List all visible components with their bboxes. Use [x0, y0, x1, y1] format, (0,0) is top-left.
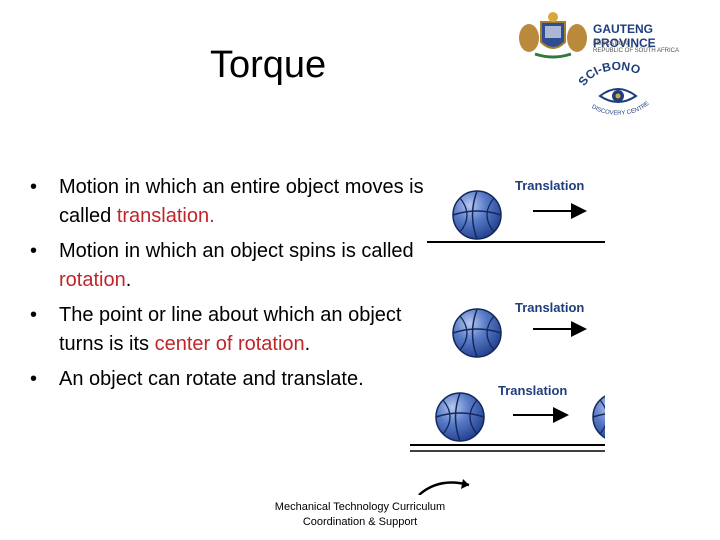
translation-panel-4: [410, 450, 605, 495]
bullet-text: Motion in which an object spins is calle…: [59, 240, 414, 262]
bullet-punctuation: .: [125, 269, 132, 291]
bullet-marker: •: [30, 176, 38, 198]
highlight-term: rotation: [59, 269, 126, 291]
bullet-marker: •: [30, 240, 38, 262]
sci-bono-top-text: SCI-BONO: [575, 59, 642, 88]
gauteng-logo: GAUTENG PROVINCE EDUCATION REPUBLIC OF S…: [515, 8, 715, 60]
bullet-punctuation: .: [304, 333, 311, 355]
bullet-text: An object can rotate and translate.: [59, 368, 364, 390]
panel-label: Translation: [515, 178, 584, 193]
sci-bono-logo: SCI-BONO DISCOVERY CENTRE: [572, 59, 664, 124]
coat-of-arms-icon: [519, 12, 587, 59]
footer-line-1: Mechanical Technology Curriculum: [274, 501, 446, 513]
basketball-icon: [452, 308, 502, 358]
svg-text:DISCOVERY CENTRE: DISCOVERY CENTRE: [590, 101, 650, 117]
basketball-icon: [435, 392, 485, 442]
bullet-marker: •: [30, 368, 38, 390]
gauteng-province-text: GAUTENG PROVINCE: [593, 22, 656, 50]
bullet-item-rotation: • Motion in which an object spins is cal…: [30, 237, 430, 295]
bullet-text: The point or line about which an object …: [59, 304, 402, 355]
bullet-item-center-of-rotation: • The point or line about which an objec…: [30, 301, 430, 359]
translation-panel-3: Translation: [410, 383, 605, 446]
bullet-marker: •: [30, 304, 38, 326]
basketball-icon: [452, 190, 502, 240]
translation-panel-1: Translation: [427, 178, 605, 243]
basketball-icon: [592, 392, 605, 442]
sci-bono-bottom-text: DISCOVERY CENTRE: [590, 101, 650, 117]
footer-line-2: Coordination & Support: [302, 516, 418, 528]
bullet-punctuation: .: [209, 205, 215, 227]
panel-label: Translation: [515, 300, 584, 315]
gauteng-republic-text: REPUBLIC OF SOUTH AFRICA: [593, 48, 680, 54]
bullet-list: • Motion in which an entire object moves…: [30, 173, 430, 400]
slide-title: Torque: [210, 44, 327, 86]
svg-text:SCI-BONO: SCI-BONO: [575, 62, 642, 88]
rotation-arrow-icon: [418, 481, 470, 495]
highlight-term: translation: [116, 205, 210, 227]
translation-panel-2: Translation: [452, 300, 587, 358]
arrowhead-icon: [461, 479, 469, 489]
bullet-text: Motion in which an entire object moves i…: [59, 176, 424, 227]
bullet-item-translation: • Motion in which an entire object moves…: [30, 173, 430, 231]
highlight-term: center of rotation: [154, 333, 305, 355]
slide-footer: Mechanical Technology Curriculum Coordin…: [265, 500, 455, 530]
gauteng-education-text: EDUCATION: [593, 41, 628, 47]
panel-label: Translation: [498, 383, 567, 398]
bullet-item-rotate-and-translate: • An object can rotate and translate.: [30, 365, 430, 394]
eye-icon: [598, 88, 638, 103]
translation-figure: Translation Translation Translation: [410, 178, 605, 495]
